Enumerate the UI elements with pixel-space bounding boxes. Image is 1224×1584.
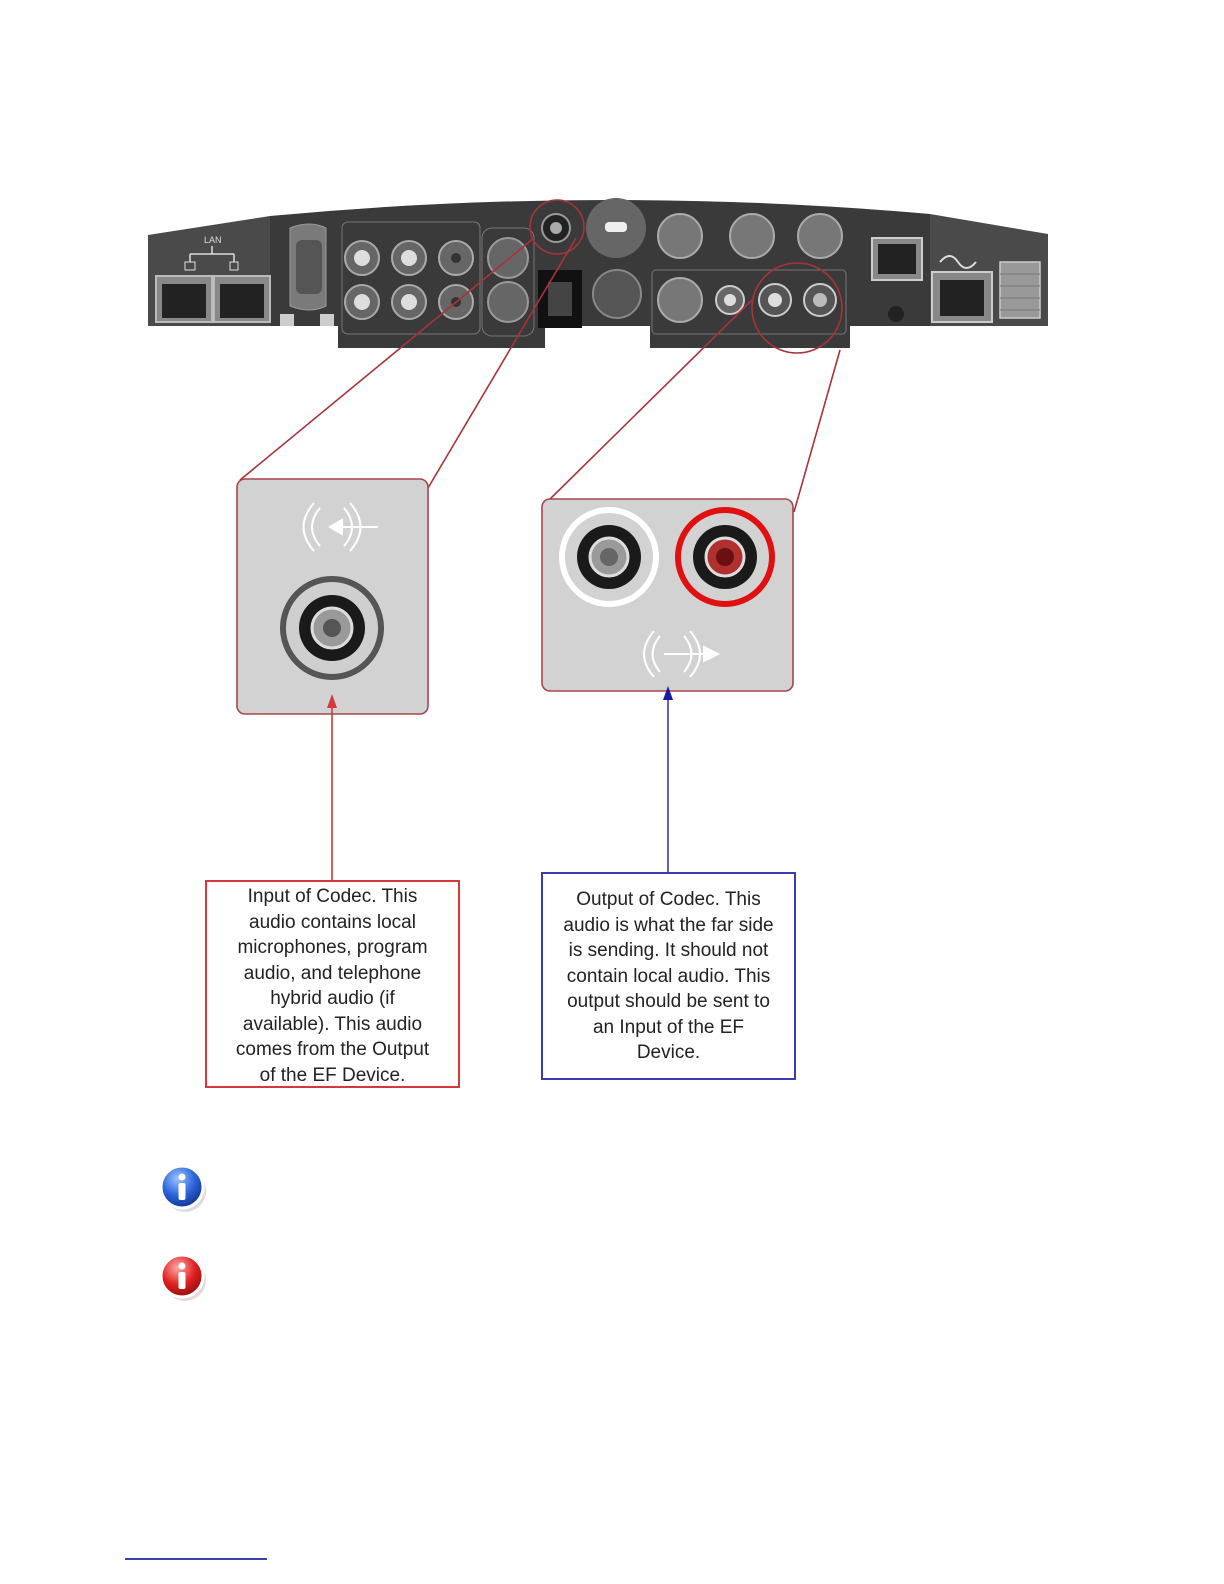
arrow-input bbox=[327, 694, 337, 880]
audio-in-icon bbox=[302, 502, 378, 552]
audio-out-icon bbox=[643, 630, 721, 678]
info-icon-red bbox=[159, 1253, 206, 1301]
audio-out-jacks-small bbox=[751, 262, 843, 354]
lan-section: LAN bbox=[155, 235, 271, 323]
svideo-lower bbox=[657, 277, 703, 323]
footer-separator bbox=[125, 1558, 267, 1560]
power-switch bbox=[999, 261, 1041, 319]
power-icon bbox=[939, 255, 977, 269]
rear-panel: LAN bbox=[148, 198, 1048, 354]
vga-connector bbox=[280, 223, 334, 326]
leader-lines bbox=[239, 237, 841, 513]
info-icon-blue bbox=[159, 1164, 206, 1212]
audio-in-jack-small bbox=[529, 199, 585, 255]
din-connector bbox=[592, 269, 642, 319]
input-callout: Input of Codec. This audio contains loca… bbox=[205, 880, 460, 1088]
zoom-box-output bbox=[541, 498, 794, 692]
zoom-box-input bbox=[236, 478, 429, 715]
audio-out-jack-right bbox=[675, 507, 775, 607]
audio-in-jack-large bbox=[280, 576, 384, 680]
output-callout: Output of Codec. This audio is what the … bbox=[541, 872, 796, 1080]
lan-label: LAN bbox=[204, 235, 222, 245]
telephone-icon bbox=[888, 306, 904, 322]
audio-out-jack-left bbox=[559, 507, 659, 607]
upper-connectors bbox=[657, 213, 843, 259]
arrow-output bbox=[663, 686, 673, 872]
